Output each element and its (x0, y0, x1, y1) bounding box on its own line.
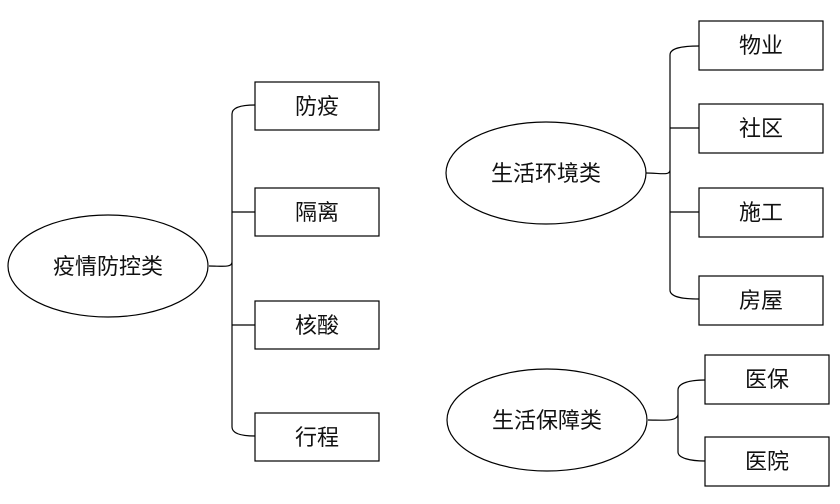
leaf-box-nucleic-acid (254, 300, 380, 350)
leaf-box-epidemic (254, 81, 380, 131)
group-epidemic-control: 疫情防控类 防疫 隔离 核酸 行程 (7, 81, 380, 462)
group-living-security: 生活保障类 医保 医院 (446, 354, 830, 487)
node-living-security (446, 368, 648, 472)
node-living-security-label: 生活保障类 (492, 409, 602, 434)
leaf-label-construction: 施工 (739, 201, 783, 226)
bracket-living-environment (645, 45, 700, 300)
leaf-label-property: 物业 (739, 34, 783, 59)
node-epidemic-control (7, 214, 209, 318)
leaf-label-medical-insurance: 医保 (745, 368, 789, 393)
leaf-label-epidemic: 防疫 (295, 95, 339, 120)
leaf-label-nucleic-acid: 核酸 (295, 314, 339, 339)
leaf-label-quarantine: 隔离 (295, 201, 339, 226)
group-living-environment: 生活环境类 物业 社区 施工 房屋 (445, 20, 824, 326)
leaf-box-hospital (704, 436, 830, 487)
leaf-label-housing: 房屋 (739, 289, 783, 314)
bracket-epidemic-control (208, 104, 256, 437)
leaf-box-itinerary (254, 412, 380, 462)
leaf-label-hospital: 医院 (745, 450, 789, 475)
node-epidemic-control-label: 疫情防控类 (53, 255, 163, 280)
leaf-label-community: 社区 (739, 117, 783, 142)
leaf-label-itinerary: 行程 (295, 426, 339, 451)
leaf-box-community (698, 103, 824, 154)
node-living-environment (445, 121, 647, 225)
node-living-environment-label: 生活环境类 (491, 162, 601, 187)
leaf-box-quarantine (254, 187, 380, 237)
leaf-box-construction (698, 187, 824, 238)
leaf-box-property (698, 20, 824, 71)
leaf-box-housing (698, 275, 824, 326)
leaf-box-medical-insurance (704, 354, 830, 405)
bracket-living-security (647, 379, 706, 462)
